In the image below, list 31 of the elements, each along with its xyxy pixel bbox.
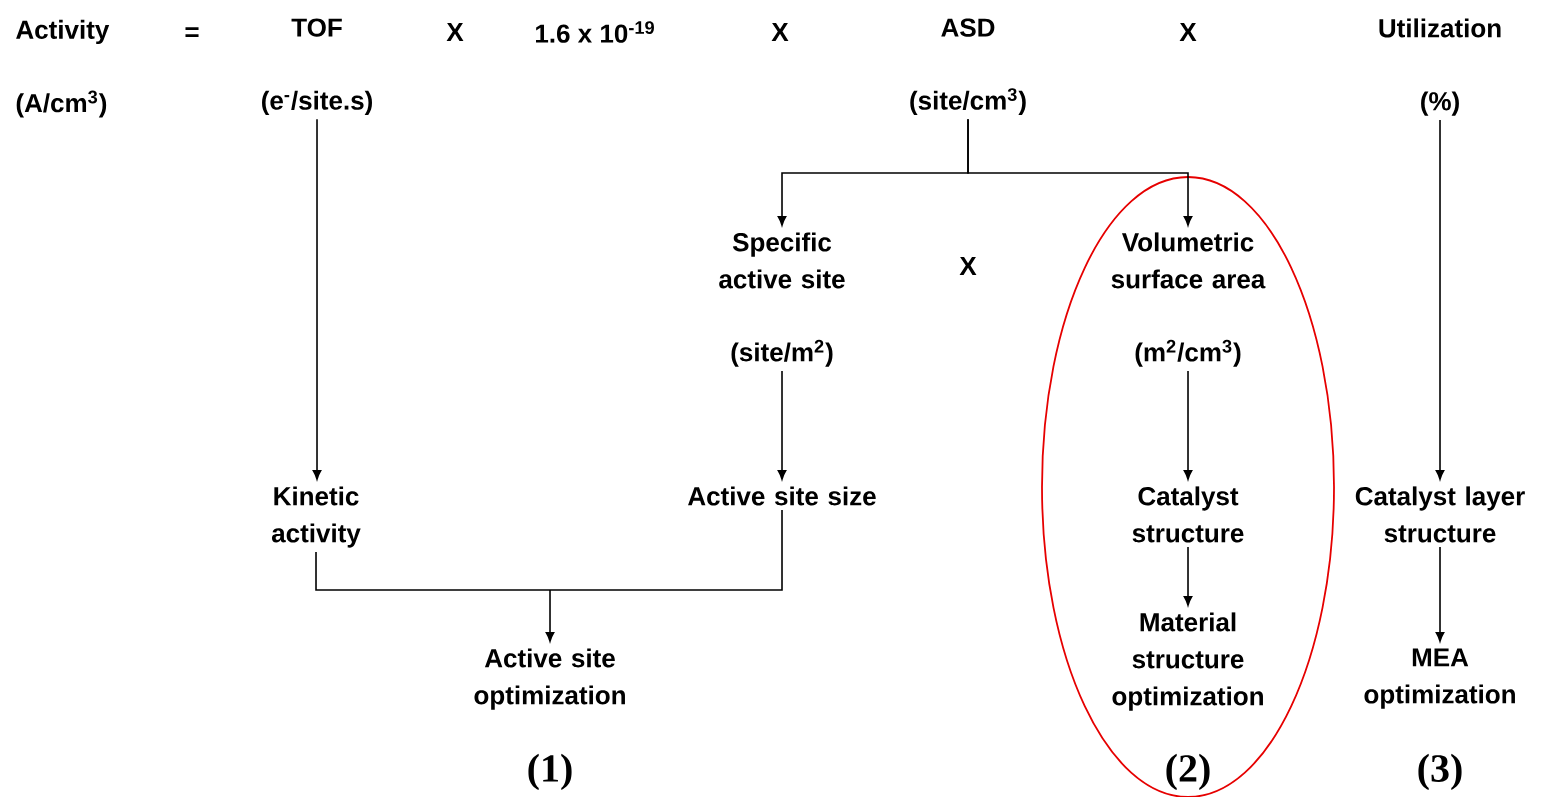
panel-number: (2) [1166,753,1210,791]
node-label: Catalyst layer structure [1355,486,1525,543]
equation-term: (A/cm$^{3}$) [16,90,107,118]
node-label: MEA optimization [1364,648,1515,709]
node-label: Active site size [688,486,876,506]
quantity-label: Utilization (%) [1379,18,1501,116]
node-label: Material structure optimization [1112,612,1263,711]
equation-term: = [185,27,199,38]
arrow [967,118,1193,226]
equation-term: Activity [16,19,110,45]
quantity-label: ASD (site/cm$^{3}$) [910,18,1026,115]
node-label: Catalyst structure [1132,486,1244,543]
equation-term: X [771,23,789,41]
arrow [1435,119,1445,480]
equation-term: X [1179,23,1197,41]
arrow [1183,546,1193,606]
merging-arrow [315,509,783,642]
panel-number: (1) [528,753,572,791]
quantity-label: Specific active site (site/m$^{2}$) [719,232,845,367]
arrow [312,118,322,480]
arrow [777,370,787,480]
node-label: Kinetic activity [271,486,361,548]
node-label: Active site optimization [474,648,625,710]
equation-term: X [959,257,977,275]
equation-term: X [446,23,464,41]
panel-number: (3) [1418,753,1462,791]
arrow [1183,370,1193,480]
equation-term: 1.6 x 10$^{-19}$ [536,21,654,43]
arrow [1435,546,1445,642]
quantity-label: Volumetric surface area (m$^{2}$/cm$^{3}$) [1111,232,1266,367]
quantity-label: TOF (e$^{-}$/site.s) [262,18,372,115]
